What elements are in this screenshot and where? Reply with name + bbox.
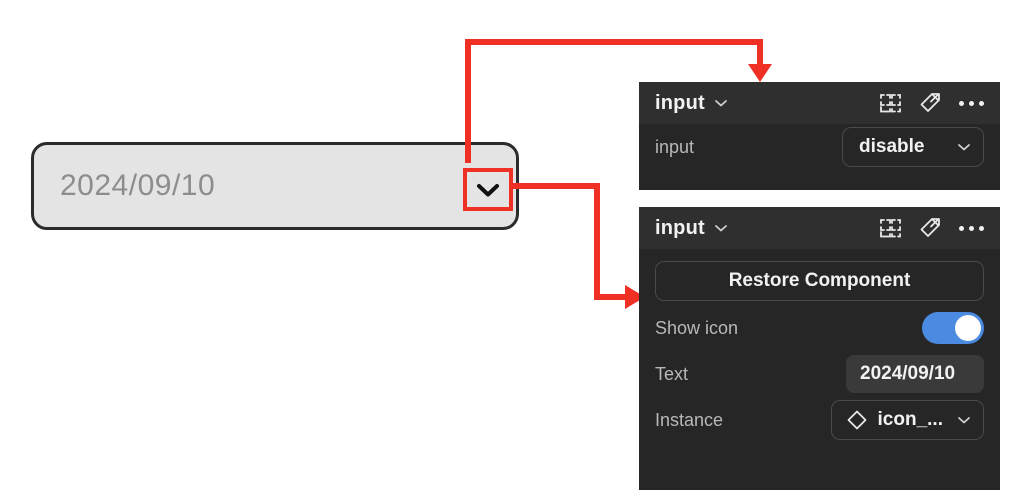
chevron-down-icon[interactable] [714,98,728,108]
date-input-component[interactable]: 2024/09/10 [31,142,519,230]
panel-body: input disable [639,124,1000,170]
panel-header[interactable]: input [639,207,1000,249]
restore-component-button[interactable]: Restore Component [655,261,984,301]
chevron-down-icon[interactable] [714,223,728,233]
chevron-down-icon [943,415,971,425]
show-icon-toggle[interactable] [922,312,984,344]
arrow-to-properties-panel [509,183,645,309]
property-label: Instance [655,409,724,430]
detach-instance-icon[interactable] [917,215,943,241]
text-value-field[interactable]: 2024/09/10 [846,355,984,393]
panel-input-properties: input [639,207,1000,490]
property-label: Text [655,363,689,384]
chevron-down-button-highlight[interactable] [463,168,513,211]
component-grid-icon[interactable] [877,215,903,241]
property-control: icon_... [830,400,984,440]
toggle-knob [955,315,981,341]
component-grid-icon[interactable] [877,90,903,116]
property-row-text: Text 2024/09/10 [655,351,984,397]
instance-name: icon_... [877,409,943,430]
select-value: disable [859,136,925,157]
panel-title: input [655,91,705,114]
property-row-input: input disable [655,124,984,170]
chevron-down-icon [474,181,502,199]
more-options-icon[interactable] [959,90,984,116]
detach-instance-icon[interactable] [917,90,943,116]
property-label: Show icon [655,317,739,338]
chevron-down-icon [941,142,971,152]
property-control [922,312,984,344]
input-variant-select[interactable]: disable [842,127,984,167]
property-row-instance: Instance icon_... [655,397,984,443]
date-input-value: 2024/09/10 [60,169,216,202]
panel-body: Restore Component Show icon Text 2024/09… [639,261,1000,443]
component-diamond-icon [846,409,868,431]
field-value: 2024/09/10 [860,363,956,384]
property-label: input [655,136,695,157]
property-control: 2024/09/10 [846,355,984,393]
restore-component-label: Restore Component [728,270,911,291]
panel-title: input [655,216,705,239]
property-control: disable [842,127,984,167]
panel-header[interactable]: input [639,82,1000,124]
panel-input-disable: input [639,82,1000,190]
more-options-icon[interactable] [959,215,984,241]
property-row-show-icon: Show icon [655,305,984,351]
instance-select[interactable]: icon_... [830,400,984,440]
